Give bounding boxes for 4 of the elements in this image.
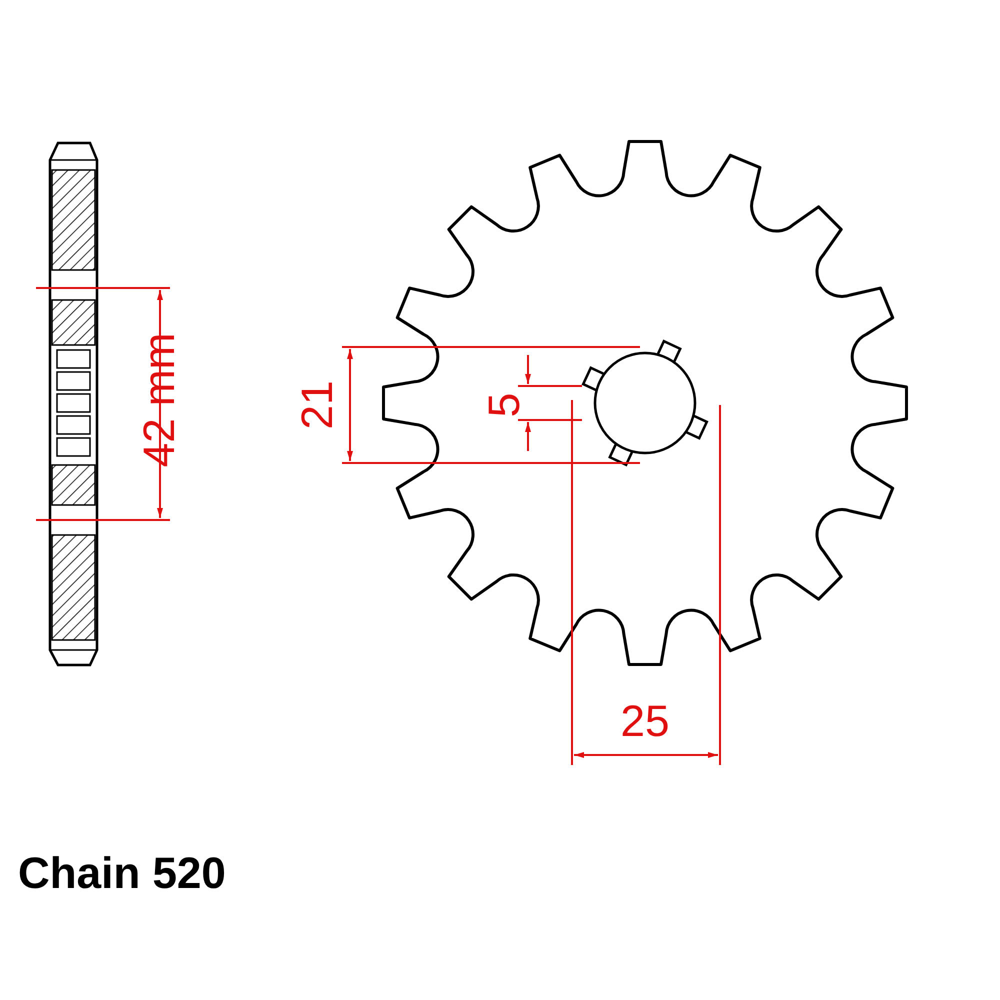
dimension-label: 21 (296, 380, 340, 430)
dimension-label: 25 (620, 700, 670, 744)
caption: Chain 520 (18, 852, 226, 896)
dimension-label: 5 (483, 392, 527, 418)
